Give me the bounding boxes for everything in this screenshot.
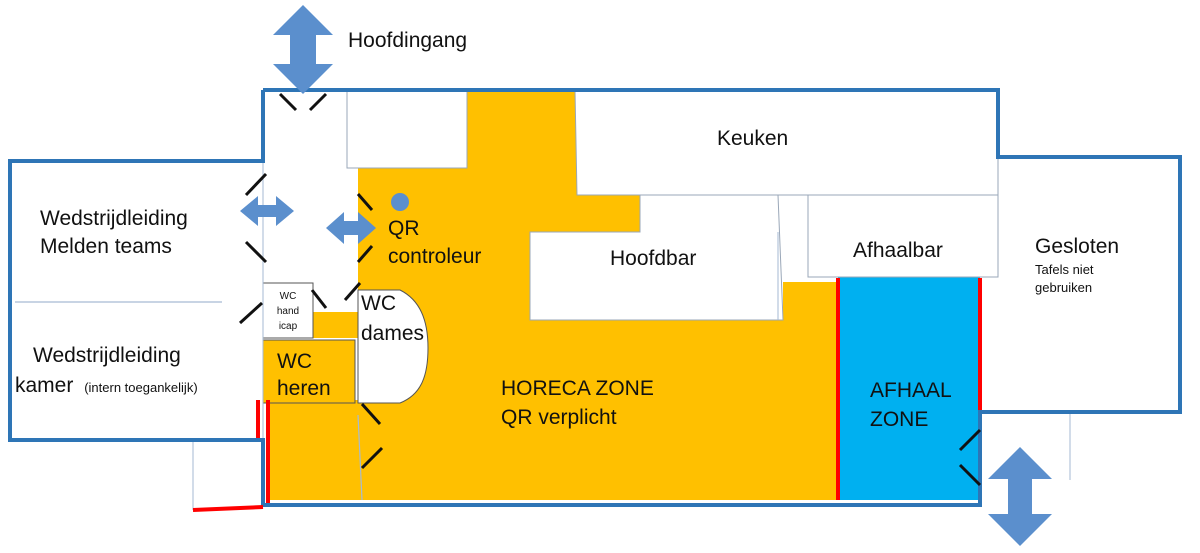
- wc-handicap-line3: icap: [279, 321, 298, 332]
- outer-wall: [8, 88, 1182, 507]
- lobby-left-arrow: [240, 196, 294, 226]
- gesloten-note2: gebruiken: [1035, 280, 1092, 295]
- gesloten-title: Gesloten: [1035, 235, 1119, 258]
- kamer-note: (intern toegankelijk): [84, 380, 197, 395]
- door-lobby-lower: [244, 240, 268, 264]
- horeca-zone-line2: QR verplicht: [501, 406, 617, 429]
- wc-handicap-room: [262, 282, 314, 339]
- afhaal-zone-line2: ZONE: [870, 408, 928, 431]
- door-wc-dames: [343, 282, 362, 301]
- wc-heren-room: [262, 339, 356, 404]
- exit-arrow: [988, 447, 1052, 546]
- door-markers: [238, 92, 982, 487]
- door-afhaal-upper: [958, 428, 982, 452]
- door-qr-lower: [356, 245, 374, 263]
- gesloten-note1: Tafels niet: [1035, 262, 1094, 277]
- qr-controleur-line2: controleur: [388, 245, 481, 268]
- door-horeca-lower: [360, 446, 384, 470]
- keuken-label: Keuken: [717, 127, 788, 150]
- door-horeca-upper: [360, 402, 382, 426]
- wc-heren-line1: WC: [277, 350, 312, 373]
- afhaalbar-label: Afhaalbar: [853, 239, 943, 262]
- wc-dames-room: [357, 289, 429, 404]
- entrance-corner-room: [346, 89, 468, 169]
- wedstrijdleiding-kamer-line1: Wedstrijdleiding: [33, 344, 181, 367]
- qr-controleur-marker: [391, 193, 409, 211]
- afhaal-zone-area: [838, 276, 980, 500]
- entrance-arrow: [273, 5, 333, 94]
- wc-handicap-line2: hand: [277, 306, 299, 317]
- door-entrance-right: [308, 92, 328, 112]
- wedstrijdleiding-melden-line2: Melden teams: [40, 235, 172, 258]
- door-wc-hand: [310, 289, 328, 309]
- wedstrijdleiding-melden-line1: Wedstrijdleiding: [40, 207, 188, 230]
- door-entrance-left: [278, 92, 298, 112]
- qr-entry-arrow: [326, 212, 376, 244]
- door-kamer-upper: [238, 301, 264, 325]
- qr-controleur-line1: QR: [388, 217, 420, 240]
- red-wall-bottom-left: [192, 505, 264, 512]
- door-afhaal-lower: [958, 463, 982, 487]
- wc-handicap-line1: WC: [280, 291, 297, 302]
- kamer-main: kamer: [15, 374, 73, 397]
- wedstrijdleiding-kamer-line2: kamer (intern toegankelijk): [15, 374, 198, 397]
- wc-heren-line2: heren: [277, 377, 331, 400]
- wc-dames-line1: WC: [361, 292, 396, 315]
- door-qr-upper: [356, 193, 374, 211]
- partition-horeca-left: [357, 414, 363, 501]
- hoofdbar-label: Hoofdbar: [610, 247, 696, 270]
- afhaalbar-room: [807, 194, 999, 278]
- door-lobby-upper: [244, 172, 268, 197]
- hoofdbar-room: [529, 194, 784, 321]
- horeca-zone-line1: HORECA ZONE: [501, 377, 654, 400]
- hoofdingang-label: Hoofdingang: [348, 29, 467, 52]
- afhaal-zone-line1: AFHAAL: [870, 379, 952, 402]
- wc-dames-line2: dames: [361, 322, 424, 345]
